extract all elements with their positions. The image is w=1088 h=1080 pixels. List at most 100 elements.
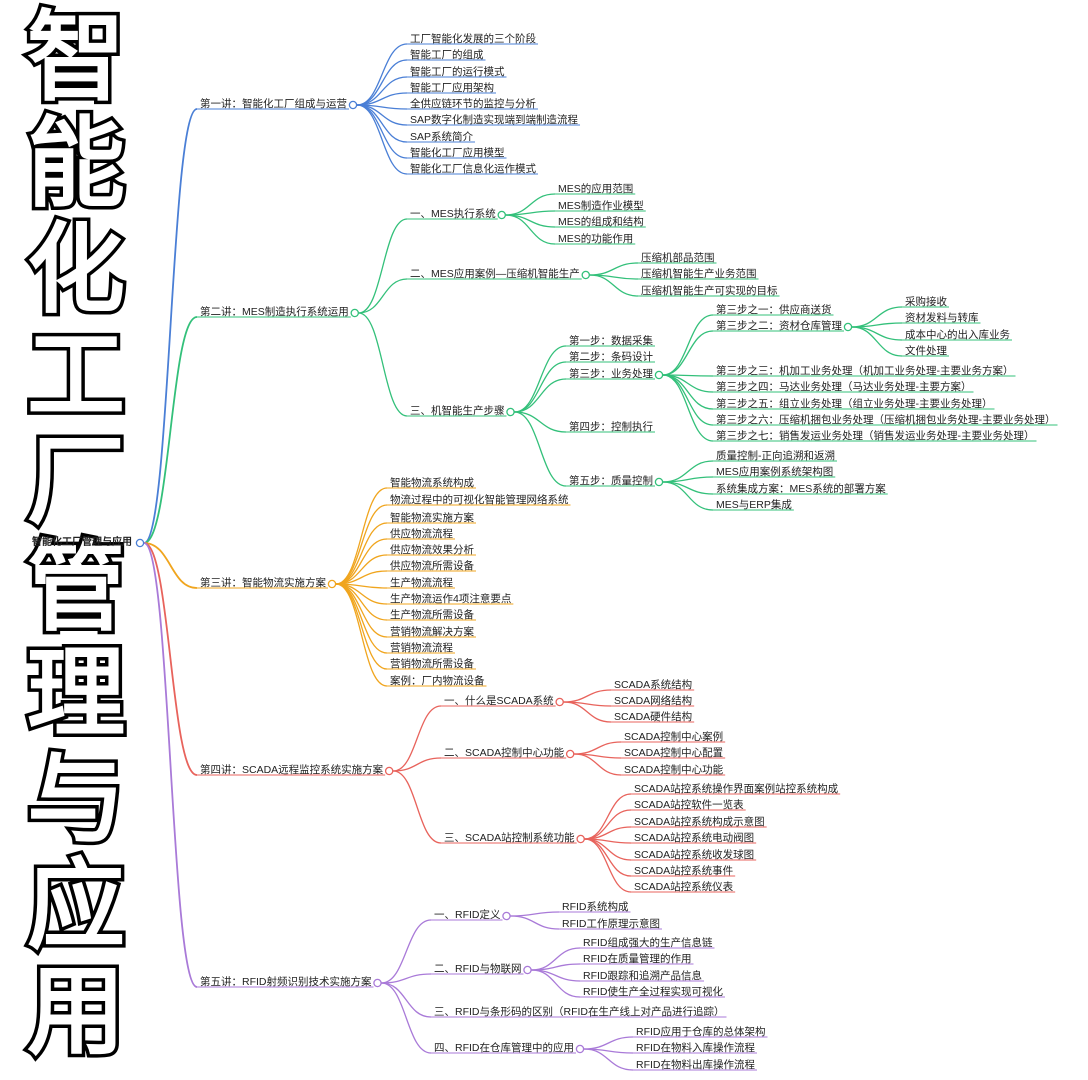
vertical-title: 智能化工厂管理与应用 (6, 1, 146, 1076)
node-b3s2s4: SCADA站控系统收发球图 (634, 849, 755, 861)
node-b0s6: SAP系统简介 (410, 131, 474, 143)
node-b1s0s3: MES的功能作用 (558, 233, 634, 245)
connector-b1s2s1 (514, 361, 567, 413)
connector-b1s2s4s2 (662, 481, 714, 495)
node-b4s1s3: RFID使生产全过程实现可视化 (583, 986, 723, 998)
connector-b2s9 (335, 583, 388, 638)
expand-dot-b0 (348, 100, 358, 110)
connector-b2s12 (335, 583, 388, 687)
connector-b4s0s0 (510, 911, 560, 917)
title-char-5: 厂 (23, 425, 128, 539)
title-char-1: 智 (23, 1, 128, 115)
node-b4s1s2: RFID跟踪和追溯产品信息 (583, 970, 702, 982)
connector-b3s0s2 (563, 701, 612, 723)
node-b1s0s1: MES制造作业模型 (558, 200, 644, 212)
node-b1s0s2: MES的组成和结构 (558, 216, 644, 228)
connector-b4s3 (381, 982, 432, 1054)
connector-b2s2 (335, 522, 388, 585)
node-b1s2s2s2: 第三步之三：机加工业务处理（机加工业务处理-主要业务方案） (716, 365, 1014, 377)
node-b1s2s2s6: 第三步之七：销售发运业务处理（销售发运业务处理-主要业务处理） (716, 430, 1035, 442)
node-b1s1: 二、MES应用案例—压缩机智能生产 (410, 268, 580, 280)
title-char-8: 与 (23, 743, 128, 857)
node-b4s2: 三、RFID与条形码的区别（RFID在生产线上对产品进行追踪） (434, 1006, 725, 1018)
node-b2s11: 营销物流所需设备 (390, 658, 474, 670)
node-b4s0: 一、RFID定义 (434, 909, 501, 921)
node-b3s1s1: SCADA控制中心配置 (624, 747, 724, 759)
expand-dot-b1s2 (506, 407, 515, 417)
connector-b1s2s2s1s1 (851, 322, 903, 328)
expand-dot-b3s1 (565, 749, 575, 759)
node-b3s2s2: SCADA站控系统构成示意图 (634, 816, 765, 828)
connector-b1s1s2 (589, 274, 639, 297)
node-b4s0s0: RFID系统构成 (562, 901, 629, 913)
title-char-3: 化 (23, 213, 128, 327)
node-b4s0s1: RFID工作原理示意图 (562, 918, 660, 930)
connector-b1s2s2s1s0 (851, 306, 903, 328)
connector-b0s1 (356, 59, 408, 106)
connector-b4s1s1 (531, 963, 581, 971)
connector-b0s0 (356, 43, 408, 106)
title-char-9: 应 (23, 849, 128, 963)
node-b1s0s0: MES的应用范围 (558, 183, 634, 195)
node-b3s0s0: SCADA系统结构 (614, 679, 693, 691)
node-b2s4: 供应物流效果分析 (390, 544, 474, 556)
node-b3s2s1: SCADA站控软件一览表 (634, 799, 744, 811)
node-b1s2s4s0: 质量控制-正向追溯和返溯 (716, 450, 835, 462)
node-b3s0s1: SCADA网络结构 (614, 695, 693, 707)
expand-dot-b4s0 (502, 911, 511, 921)
connector-b1s0 (358, 218, 408, 314)
connector-b1s2s4s3 (662, 481, 714, 511)
branch-2: 第二讲：MES制造执行系统运用 (200, 306, 349, 318)
connector-b4s1s3 (531, 969, 581, 998)
connector-b3s2 (393, 770, 442, 844)
expand-dot-b1 (350, 308, 360, 318)
connector-b2s8 (335, 583, 388, 621)
node-b1s1s0: 压缩机部品范围 (641, 252, 715, 264)
node-b2s1: 物流过程中的可视化智能管理网络系统 (390, 494, 569, 506)
node-b0s4: 全供应链环节的监控与分析 (410, 98, 536, 110)
connector-b1s0s3 (505, 214, 556, 245)
branch-1: 第一讲：智能化工厂组成与运营 (200, 98, 347, 110)
title-char-4: 工 (23, 319, 128, 433)
connector-b3s0s0 (563, 689, 612, 703)
connector-b1s1s0 (589, 262, 639, 276)
node-b2s9: 营销物流解决方案 (390, 626, 474, 638)
node-b1s0: 一、MES执行系统 (410, 208, 496, 220)
connector-b3s0 (393, 705, 442, 772)
node-b1s2s2s1s1: 资材发料与转库 (905, 312, 979, 324)
node-b2s2: 智能物流实施方案 (390, 512, 474, 524)
node-b3s2s6: SCADA站控系统仪表 (634, 881, 734, 893)
mindmap-root: 智能化工厂管理与应用 (32, 537, 132, 548)
node-b3s2s0: SCADA站控系统操作界面案例站控系统构成 (634, 783, 839, 795)
connector-b1s2s2s1 (662, 330, 714, 376)
connector-b2s4 (335, 554, 388, 585)
node-b1s2s2s4: 第三步之五：组立业务处理（组立业务处理-主要业务处理） (716, 398, 993, 410)
branch-4: 第四讲：SCADA远程监控系统实施方案 (200, 764, 384, 776)
connector-b1s2s2s6 (662, 374, 714, 442)
connector-b4s3s2 (583, 1048, 634, 1071)
connector-b4s3s0 (583, 1036, 634, 1050)
connector-b1s2s0 (514, 345, 567, 413)
connector-b1s2s2 (514, 378, 567, 413)
connector-b3s2s6 (584, 838, 632, 893)
connector-b4s1s2 (531, 969, 581, 982)
expand-dot-b1s2s4 (654, 477, 664, 487)
node-b2s6: 生产物流流程 (390, 577, 453, 589)
node-b3s1s2: SCADA控制中心功能 (624, 764, 724, 776)
connector-b1s0s0 (505, 193, 556, 216)
node-b3s0s2: SCADA硬件结构 (614, 711, 693, 723)
expand-dot-b4 (373, 978, 382, 988)
expand-dot-b3 (384, 766, 394, 776)
node-b4s1s1: RFID在质量管理的作用 (583, 953, 692, 965)
connector-b1s2s2s0 (662, 314, 714, 376)
connector-b0s6 (356, 104, 408, 143)
title-char-2: 能 (23, 107, 128, 221)
node-b4s3: 四、RFID在仓库管理中的应用 (434, 1042, 574, 1054)
node-b0s8: 智能化工厂信息化运作模式 (410, 163, 536, 175)
node-b2s8: 生产物流所需设备 (390, 609, 474, 621)
node-b1s2s2s1s2: 成本中心的出入库业务 (905, 329, 1010, 341)
connector-b2s0 (335, 487, 388, 585)
connector-b3s2s1 (584, 809, 632, 840)
